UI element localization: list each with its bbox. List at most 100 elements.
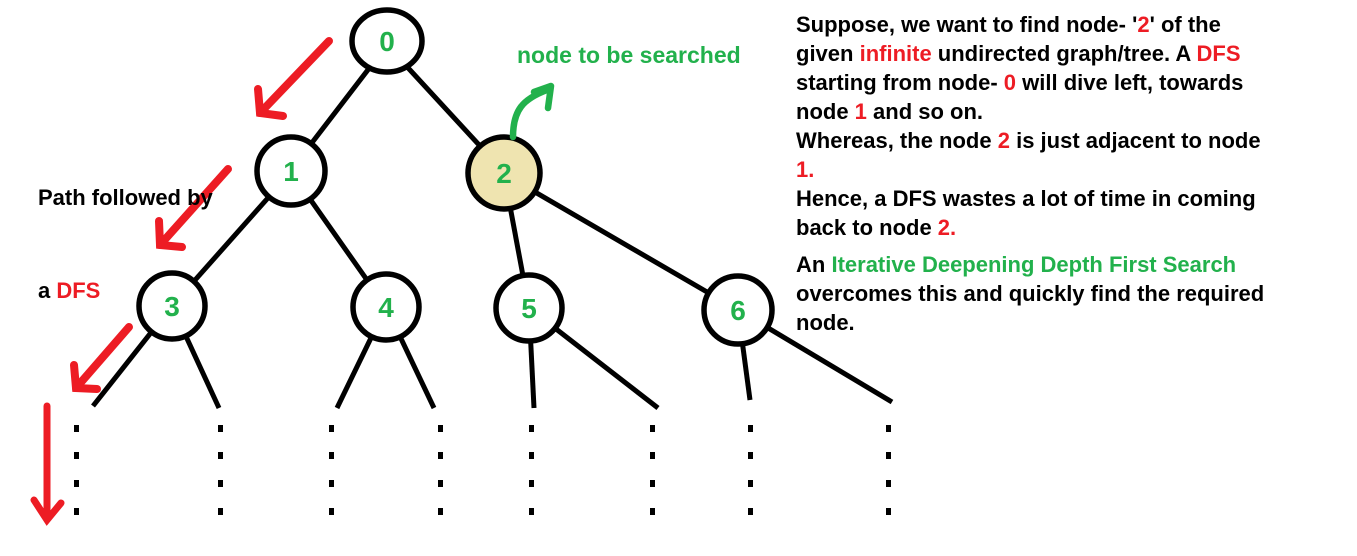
tree-node-labels: 0 1 2 3 4 5 6 [164, 26, 746, 326]
node-6-label: 6 [730, 295, 746, 326]
text-segment: overcomes this and quickly find the requ… [796, 281, 1265, 306]
text-segment: will dive left, towards [1016, 70, 1244, 95]
node-3-label: 3 [164, 291, 180, 322]
path-followed-line-2: a DFS [38, 275, 213, 306]
infinity-dot [886, 508, 891, 515]
explanation-text: Suppose, we want to find node- '2' of th… [796, 10, 1326, 337]
infinity-dot [748, 508, 753, 515]
infinity-dot [529, 425, 534, 432]
infinity-dot [438, 425, 443, 432]
text-segment: a [38, 278, 57, 303]
explanation-line: Whereas, the node 2 is just adjacent to … [796, 126, 1326, 155]
explanation-line: given infinite undirected graph/tree. A … [796, 39, 1326, 68]
tree-node-4 [350, 271, 422, 343]
text-segment: Hence, a DFS wastes a lot of time in com… [796, 186, 1256, 211]
tree-node-5 [493, 272, 565, 344]
tree-edge-2-6 [502, 171, 740, 313]
tree-node-0 [349, 7, 425, 75]
explanation-line: back to node 2. [796, 213, 1326, 242]
infinity-dot [886, 480, 891, 487]
tree-node-3 [136, 270, 208, 342]
infinity-dot [529, 452, 534, 459]
tree-node-2-highlighted [465, 134, 543, 212]
text-segment: DFS [1196, 41, 1241, 66]
explanation-line: Suppose, we want to find node- '2' of th… [796, 10, 1326, 39]
text-segment: is just adjacent to node [1009, 128, 1261, 153]
infinity-dot [218, 480, 223, 487]
node-0-label: 0 [379, 26, 395, 57]
text-segment: node [796, 99, 855, 124]
infinity-dot [329, 480, 334, 487]
infinity-dot [74, 425, 79, 432]
node-4-label: 4 [378, 292, 394, 323]
infinity-dot [74, 452, 79, 459]
text-segment: back to node [796, 215, 938, 240]
explanation-line: overcomes this and quickly find the requ… [796, 279, 1326, 308]
text-segment: and so on. [866, 99, 984, 124]
text-segment: Path followed by [38, 185, 213, 210]
text-segment: An [796, 252, 832, 277]
infinity-dot [438, 508, 443, 515]
node-1-label: 1 [283, 156, 299, 187]
infinity-dot [529, 508, 534, 515]
explanation-line: node 1 and so on. [796, 97, 1326, 126]
infinity-dot [650, 452, 655, 459]
text-segment: Suppose, we want to find node- ' [796, 12, 1138, 37]
text-segment: ' of the [1149, 12, 1221, 37]
explanation-line: node. [796, 308, 1326, 337]
infinity-dot [886, 425, 891, 432]
infinity-dot [218, 452, 223, 459]
infinity-dot [74, 480, 79, 487]
text-segment: 2 [1137, 12, 1150, 37]
dfs-arrow-3 [70, 323, 133, 393]
explanation-line: An Iterative Deepening Depth First Searc… [796, 250, 1326, 279]
text-segment: node. [796, 310, 855, 335]
dfs-arrow-2 [155, 165, 232, 251]
infinity-dot [650, 425, 655, 432]
dfs-path-arrows [30, 37, 333, 526]
node-5-label: 5 [521, 293, 537, 324]
infinity-dot [218, 508, 223, 515]
infinity-dot [650, 508, 655, 515]
text-segment: DFS [56, 278, 101, 303]
text-segment: 1. [796, 157, 815, 182]
text-segment: 2 [997, 128, 1010, 153]
infinity-dot [748, 452, 753, 459]
explanation-line: 1. [796, 155, 1326, 184]
tree-nodes [136, 7, 775, 347]
text-segment: Iterative Deepening Depth First Search [831, 252, 1237, 277]
text-segment: Whereas, the node [796, 128, 998, 153]
explanation-line: Hence, a DFS wastes a lot of time in com… [796, 184, 1326, 213]
text-segment: infinite [859, 41, 932, 66]
infinity-dot [886, 452, 891, 459]
infinity-dot [329, 425, 334, 432]
explanation-line: starting from node- 0 will dive left, to… [796, 68, 1326, 97]
text-segment: 2. [937, 215, 957, 240]
tree-node-1 [254, 134, 328, 208]
infinity-dots [74, 425, 891, 515]
text-segment: given [796, 41, 860, 66]
infinity-dot [329, 508, 334, 515]
dfs-arrow-1 [254, 37, 333, 120]
infinity-dot [748, 480, 753, 487]
path-followed-label: Path followed by a DFS [38, 120, 213, 368]
infinity-dot [748, 425, 753, 432]
tree-edges [91, 43, 894, 410]
text-segment: node to be searched [517, 42, 741, 68]
text-segment: 1 [854, 99, 867, 124]
search-target-arrow [509, 82, 555, 141]
infinity-dot [74, 508, 79, 515]
path-followed-line-1: Path followed by [38, 182, 213, 213]
text-segment: 0 [1003, 70, 1017, 95]
infinity-dot [650, 480, 655, 487]
infinity-dot [529, 480, 534, 487]
dfs-arrow-4-vertical [30, 402, 65, 526]
infinity-dot [329, 452, 334, 459]
text-segment: starting from node- [796, 70, 1004, 95]
tree-node-6 [701, 273, 775, 347]
infinity-dot [438, 480, 443, 487]
text-segment: undirected graph/tree. A [931, 41, 1197, 66]
node-to-be-searched-label: node to be searched [517, 42, 741, 69]
